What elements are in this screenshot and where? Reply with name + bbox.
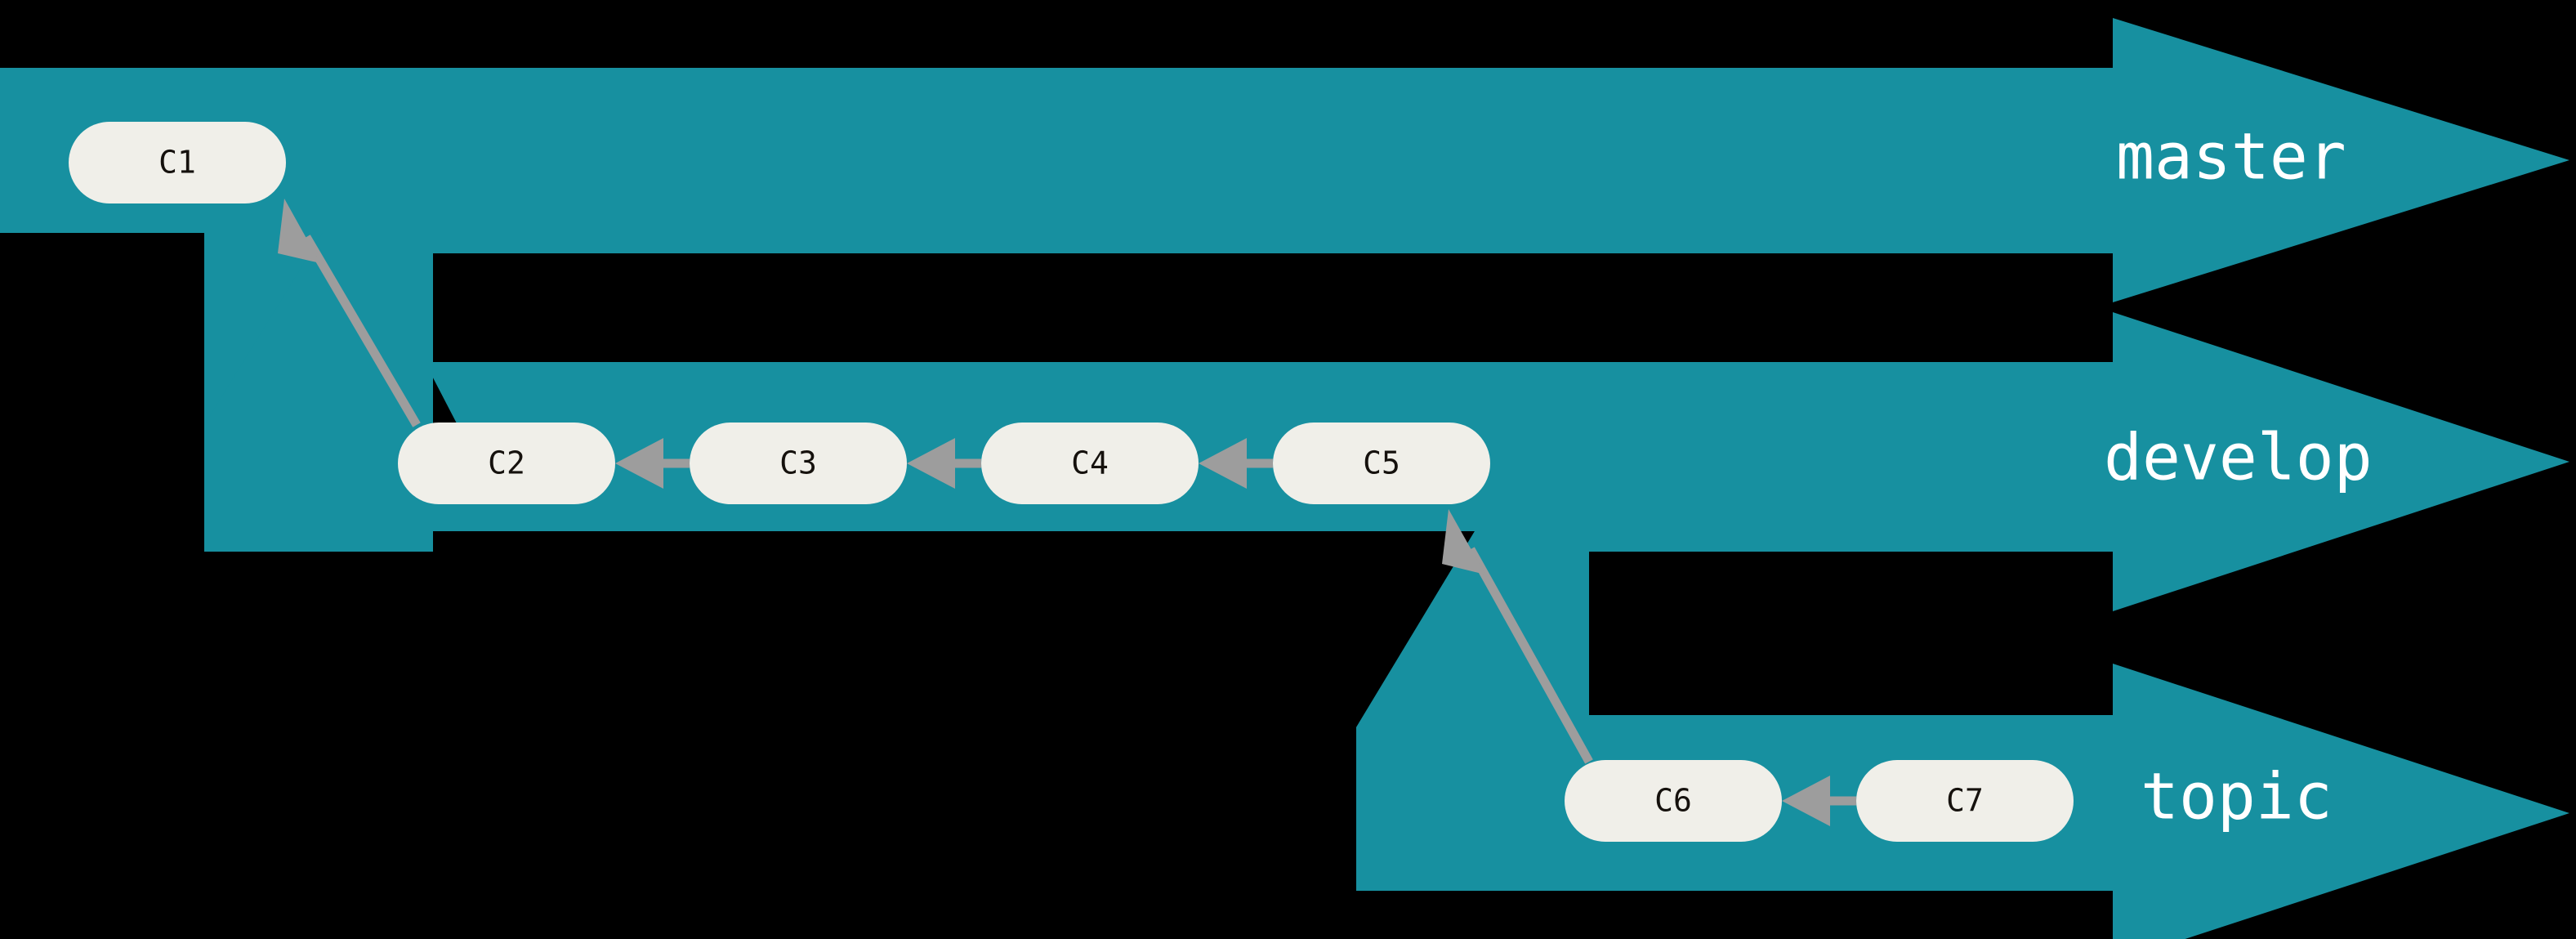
link-arrowhead-c7-c6 — [1782, 776, 1830, 826]
commit-node-c6[interactable]: C6 — [1565, 760, 1782, 842]
commit-node-c4[interactable]: C4 — [981, 423, 1199, 504]
link-line-c6-c5 — [1467, 547, 1593, 764]
commit-box-c1[interactable] — [69, 122, 286, 203]
commit-label-c2: C2 — [488, 445, 525, 481]
commit-links — [278, 199, 1856, 826]
develop-lane-entry — [204, 233, 433, 552]
topic-lane-shape — [1585, 664, 2569, 939]
commit-label-c3: C3 — [779, 445, 817, 481]
commit-node-c1[interactable]: C1 — [69, 122, 286, 203]
link-arrowhead-c2-c1 — [278, 199, 320, 263]
commit-label-c5: C5 — [1363, 445, 1400, 481]
commit-label-c7: C7 — [1946, 783, 1984, 819]
commit-node-c2[interactable]: C2 — [398, 423, 615, 504]
link-c7-to-c6 — [1782, 776, 1856, 826]
develop-lane-shape — [359, 312, 2569, 727]
commit-node-c7[interactable]: C7 — [1856, 760, 2074, 842]
link-c6-to-c5 — [1442, 509, 1593, 764]
link-c2-to-c1 — [278, 199, 421, 427]
link-c4-to-c3 — [907, 438, 981, 489]
link-arrowhead-c3-c2 — [615, 438, 663, 489]
commit-box-c4[interactable] — [981, 423, 1199, 504]
branch-lane-master: master — [0, 18, 2569, 425]
link-arrowhead-c5-c4 — [1199, 438, 1247, 489]
commit-box-c5[interactable] — [1273, 423, 1490, 504]
commit-box-c3[interactable] — [690, 423, 907, 504]
branch-lane-develop: develop — [204, 233, 2569, 727]
link-line-c2-c1 — [302, 235, 421, 427]
commit-nodes: C1 C2 C3 C4 C5 C6 — [69, 122, 2074, 842]
link-c3-to-c2 — [615, 438, 690, 489]
link-c5-to-c4 — [1199, 438, 1273, 489]
branch-label-topic: topic — [2141, 760, 2333, 834]
commit-label-c4: C4 — [1071, 445, 1109, 481]
commit-box-c7[interactable] — [1856, 760, 2074, 842]
branch-label-develop: develop — [2104, 421, 2373, 494]
branch-label-master: master — [2116, 120, 2346, 194]
commit-node-c5[interactable]: C5 — [1273, 423, 1490, 504]
master-lane-body — [0, 68, 2113, 425]
commit-label-c1: C1 — [158, 145, 196, 181]
commit-label-c6: C6 — [1654, 783, 1692, 819]
commit-node-c3[interactable]: C3 — [690, 423, 907, 504]
topic-lane-entry — [1356, 531, 1589, 891]
link-arrowhead-c4-c3 — [907, 438, 955, 489]
commit-box-c2[interactable] — [398, 423, 615, 504]
link-arrowhead-c6-c5 — [1442, 509, 1485, 575]
commit-box-c6[interactable] — [1565, 760, 1782, 842]
branch-lane-topic: topic — [1356, 531, 2569, 939]
